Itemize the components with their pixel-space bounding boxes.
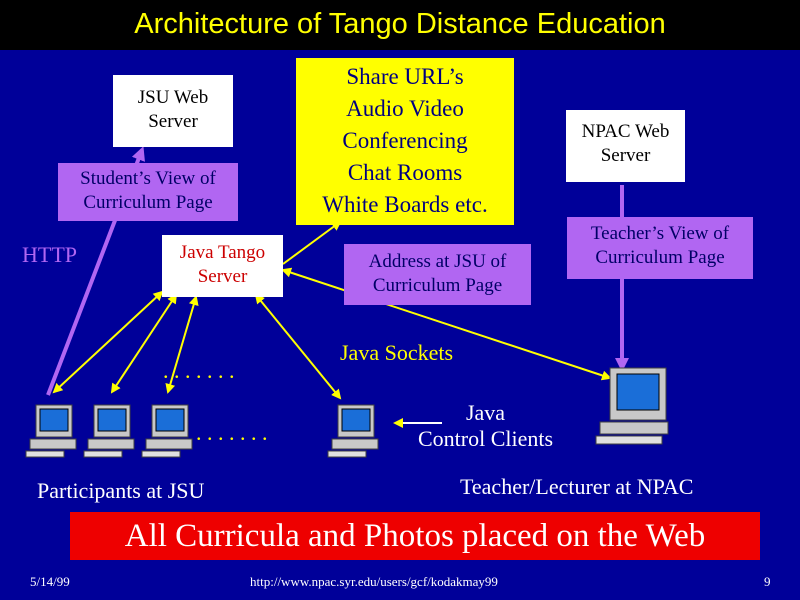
java-tango-server-box: Java Tango Server (162, 235, 283, 297)
participants-label: Participants at JSU (37, 478, 205, 503)
teacher-label: Teacher/Lecturer at NPAC (460, 474, 694, 499)
computer-icon (141, 404, 193, 458)
link-tango-client-2 (110, 293, 178, 394)
link-tango-client-3 (165, 295, 199, 394)
title-bar (0, 0, 800, 50)
dots-bottom: . . . . . . . (196, 420, 268, 445)
computer-icon (327, 404, 379, 458)
npac-web-server-box: NPAC Web Server (566, 110, 685, 182)
student-view-box: Student’s View of Curriculum Page (58, 163, 238, 221)
control-clients-label: Java Control Clients (417, 400, 554, 452)
teacher-view-box: Teacher’s View of Curriculum Page (567, 217, 753, 279)
share-features-box: Share URL’s Audio Video Conferencing Cha… (296, 58, 514, 225)
address-jsu-box: Address at JSU of Curriculum Page (344, 244, 531, 305)
teacher-computer-icon (595, 367, 669, 445)
jsu-web-server-box: JSU Web Server (113, 75, 233, 147)
link-tango-client-4 (254, 293, 342, 400)
dots-top: . . . . . . . (163, 358, 235, 383)
link-tango-teacher (281, 267, 612, 381)
footer-page: 9 (764, 574, 771, 589)
footer-date: 5/14/99 (30, 574, 70, 589)
banner: All Curricula and Photos placed on the W… (70, 512, 760, 560)
computer-icon (25, 404, 77, 458)
java-sockets-label: Java Sockets (340, 340, 454, 365)
computer-icon (83, 404, 135, 458)
footer-url: http://www.npac.syr.edu/users/gcf/kodakm… (250, 574, 498, 589)
http-label: HTTP (22, 242, 77, 267)
link-tango-share (282, 220, 342, 265)
slide-title: Architecture of Tango Distance Education (134, 8, 666, 40)
